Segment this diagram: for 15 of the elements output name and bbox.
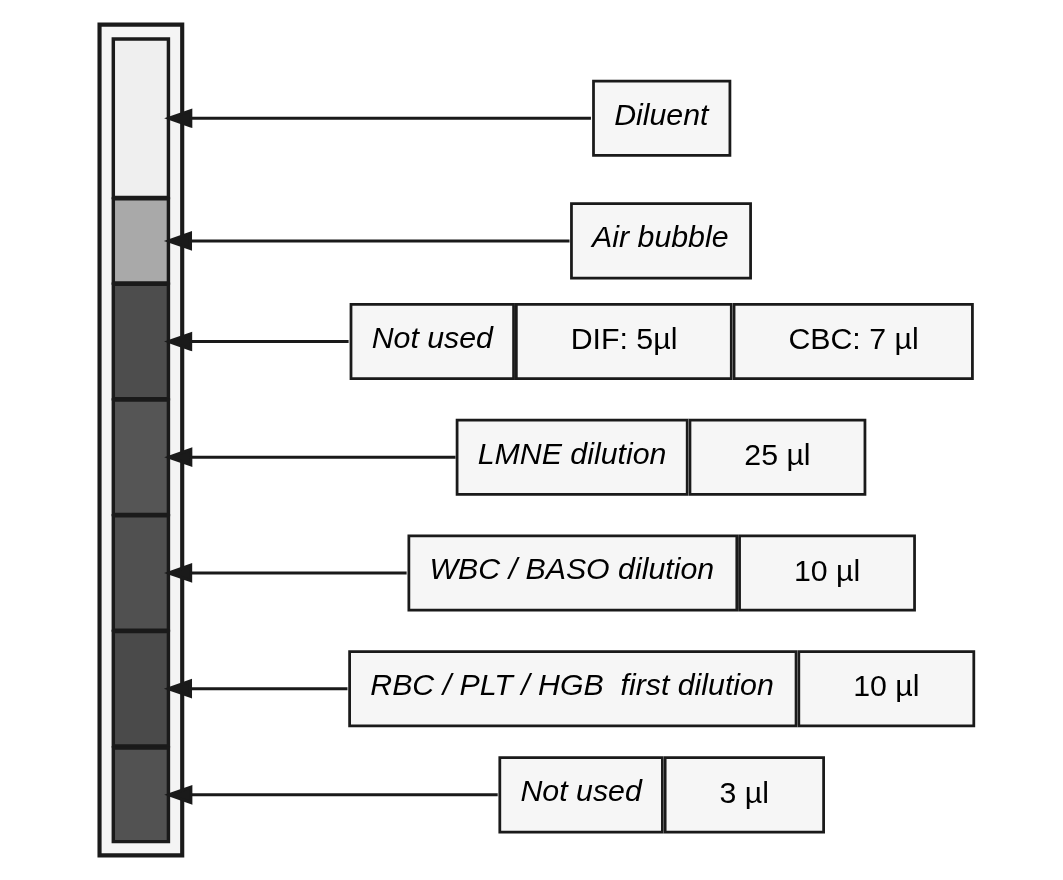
node-box <box>111 514 171 632</box>
arrow <box>164 563 407 583</box>
cluster <box>97 22 185 858</box>
node-box <box>111 629 171 748</box>
node-box <box>111 37 171 200</box>
node-box <box>111 282 171 401</box>
arrow <box>164 784 498 805</box>
arrow <box>164 447 456 468</box>
arrow <box>164 331 349 352</box>
arrow <box>163 231 570 251</box>
arrow <box>163 678 348 699</box>
arrow <box>164 108 591 129</box>
node-box <box>111 746 171 844</box>
node-box <box>111 197 171 285</box>
node-box <box>111 398 171 517</box>
